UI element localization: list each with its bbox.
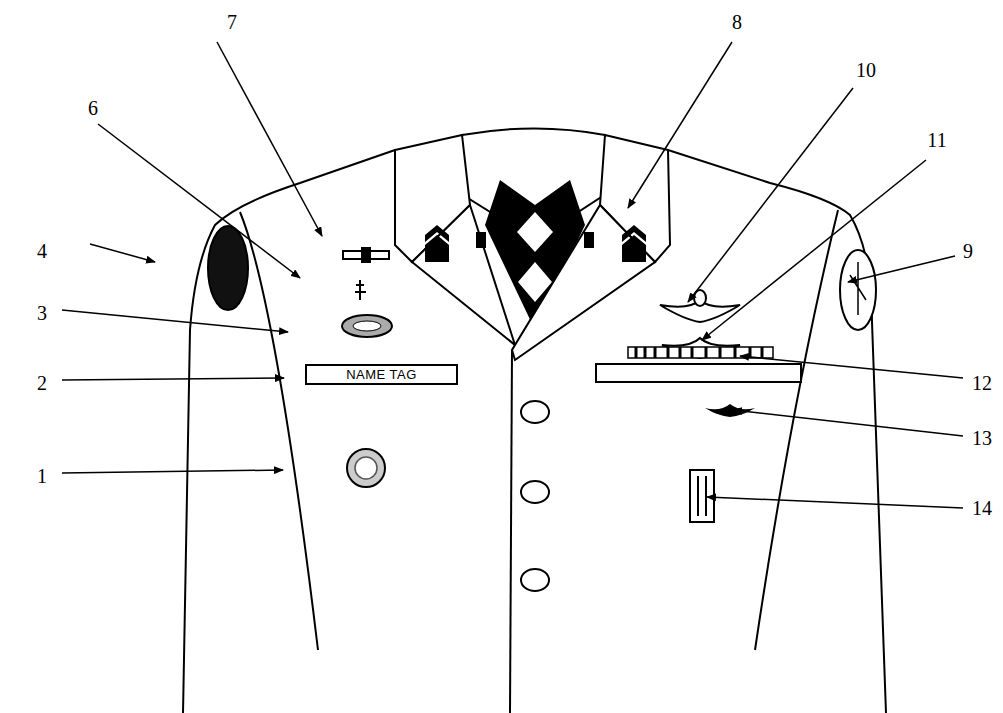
lapel [512, 205, 655, 360]
callout-number: 11 [927, 130, 946, 150]
callout-number: 10 [856, 60, 876, 80]
callout-number: 9 [963, 241, 973, 261]
name-tag: NAME TAG [305, 364, 458, 385]
patch-detail [850, 262, 866, 315]
callout-number: 12 [972, 373, 992, 393]
shoulder-patch [840, 250, 876, 330]
callout-number: 4 [37, 241, 47, 261]
callout-number: 13 [972, 428, 992, 448]
name-tag-text: NAME TAG [346, 368, 417, 381]
callout-number: 2 [37, 373, 47, 393]
callout-number: 6 [88, 98, 98, 118]
lapel [412, 205, 515, 345]
shoulder-patch [208, 226, 248, 310]
callout-number: 14 [972, 498, 992, 518]
callout-number: 8 [732, 12, 742, 32]
button [521, 401, 549, 591]
leader-line [62, 42, 963, 508]
jacket-outline [183, 150, 886, 713]
callout-number: 3 [37, 303, 47, 323]
rank-insignia [425, 225, 646, 262]
callout-number: 1 [37, 466, 47, 486]
tie-pattern [517, 212, 553, 252]
callout-number: 7 [227, 12, 237, 32]
insignia [596, 290, 801, 522]
